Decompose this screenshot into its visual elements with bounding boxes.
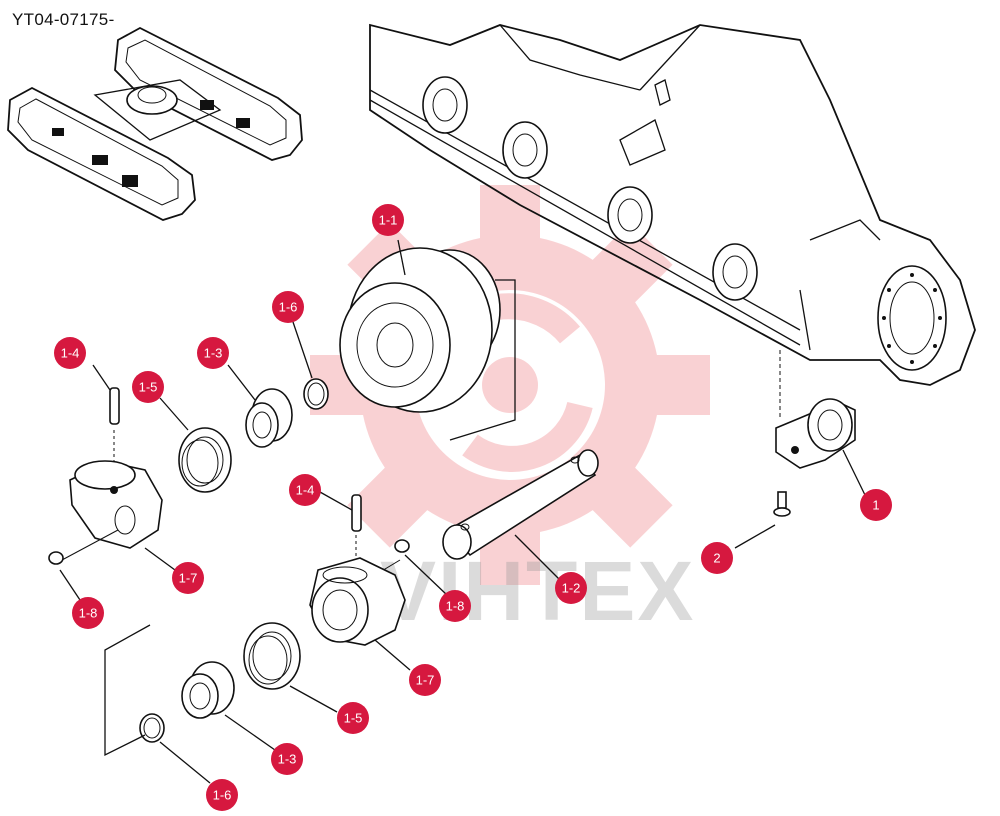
svg-text:1-3: 1-3 <box>204 346 223 361</box>
collar-part <box>61 460 176 571</box>
callout: 1-8 <box>439 590 471 622</box>
bushing-part-lower <box>181 661 276 751</box>
callout: 1-1 <box>372 204 404 236</box>
svg-text:1: 1 <box>872 498 879 513</box>
svg-text:1-3: 1-3 <box>278 752 297 767</box>
watermark-text: VIHTEX <box>380 544 695 638</box>
roller-wheel-part <box>339 239 516 441</box>
svg-text:1-6: 1-6 <box>279 300 298 315</box>
document-id: YT04-07175- <box>12 10 115 29</box>
o-ring-part-lower <box>104 624 211 784</box>
svg-text:1-8: 1-8 <box>79 606 98 621</box>
callout: 1-6 <box>272 291 304 323</box>
watermark-gear-icon <box>310 185 710 585</box>
callout: 1-7 <box>172 562 204 594</box>
svg-text:1-1: 1-1 <box>379 213 398 228</box>
svg-text:1-6: 1-6 <box>213 788 232 803</box>
callout: 1-5 <box>337 702 369 734</box>
track-frame <box>369 23 976 420</box>
bolt-part <box>734 491 791 549</box>
svg-text:1-8: 1-8 <box>446 599 465 614</box>
svg-text:1-5: 1-5 <box>139 380 158 395</box>
svg-text:1-4: 1-4 <box>61 346 80 361</box>
callout: 1 <box>860 489 892 521</box>
callout: 2 <box>701 542 733 574</box>
svg-text:1-7: 1-7 <box>179 571 198 586</box>
plug-part <box>48 551 81 601</box>
callout: 1-2 <box>555 572 587 604</box>
callout: 1-8 <box>72 597 104 629</box>
collar-part-center <box>309 557 411 671</box>
svg-text:1-5: 1-5 <box>344 711 363 726</box>
callout: 1-4 <box>289 474 321 506</box>
callout: 1-7 <box>409 664 441 696</box>
pin-part <box>92 364 120 500</box>
bushing-part <box>227 364 293 448</box>
svg-text:1-2: 1-2 <box>562 581 581 596</box>
track-roller-assembly <box>775 398 866 496</box>
callout: 1-3 <box>271 743 303 775</box>
svg-text:1-7: 1-7 <box>416 673 435 688</box>
svg-text:2: 2 <box>713 551 720 566</box>
callout: 1-5 <box>132 371 164 403</box>
svg-text:1-4: 1-4 <box>296 483 315 498</box>
callout: 1-3 <box>197 337 229 369</box>
seal-part <box>159 397 232 493</box>
callout: 1-4 <box>54 337 86 369</box>
shaft-part <box>442 449 599 581</box>
seal-part-lower <box>243 622 338 713</box>
callout: 1-6 <box>206 779 238 811</box>
undercarriage-thumbnail <box>7 26 303 221</box>
o-ring-part <box>292 321 329 410</box>
